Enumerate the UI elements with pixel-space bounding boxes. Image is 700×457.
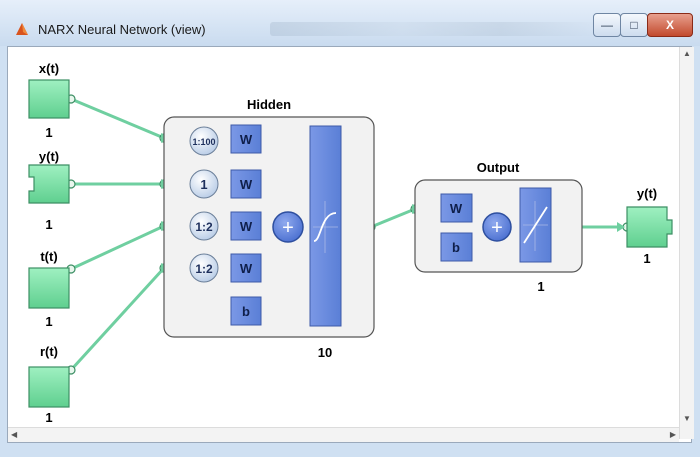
plus-icon: + xyxy=(282,217,294,239)
close-button[interactable]: X xyxy=(647,13,693,37)
purelin-line-icon xyxy=(523,206,548,244)
output-bias-label: b xyxy=(452,240,460,255)
output-sum-node: + xyxy=(482,212,512,242)
hidden-layer-size: 10 xyxy=(318,345,332,360)
output-weight-label: W xyxy=(450,201,463,216)
minimize-button[interactable]: — xyxy=(593,13,621,37)
output-layer[interactable]: Output W b + xyxy=(414,160,583,294)
scroll-down-icon[interactable]: ▼ xyxy=(683,414,691,423)
input-x[interactable]: x(t) 1 xyxy=(28,61,70,140)
plus-icon: + xyxy=(491,217,503,239)
output-y-size: 1 xyxy=(643,251,650,266)
output-y[interactable]: y(t) 1 xyxy=(626,186,673,266)
output-layer-title: Output xyxy=(477,160,520,175)
vertical-scrollbar[interactable]: ▲ ▼ xyxy=(679,47,694,439)
input-t-size: 1 xyxy=(45,314,52,329)
maximize-button[interactable]: □ xyxy=(620,13,648,37)
hidden-bias: b xyxy=(230,296,262,326)
hidden-layer[interactable]: Hidden 1:100 1 1:2 1:2 xyxy=(163,97,375,360)
input-t[interactable]: t(t) 1 xyxy=(28,249,70,329)
delay-4-label: 1:2 xyxy=(195,262,213,276)
delay-1-label: 1:100 xyxy=(192,137,215,147)
delay-4: 1:2 xyxy=(189,253,219,283)
title-bar[interactable]: NARX Neural Network (view) — □ X xyxy=(0,0,700,46)
hidden-weight-2-label: W xyxy=(240,177,253,192)
blurred-title-detail xyxy=(270,22,600,36)
hidden-weight-1-label: W xyxy=(240,132,253,147)
output-transfer-function xyxy=(519,187,552,263)
hidden-weight-1: W xyxy=(230,124,262,154)
input-r[interactable]: r(t) 1 xyxy=(28,344,70,425)
hidden-weight-3: W xyxy=(230,211,262,241)
scroll-left-icon[interactable]: ◀ xyxy=(11,430,18,439)
delay-2-label: 1 xyxy=(200,177,207,192)
output-weight: W xyxy=(440,193,473,223)
hidden-weight-4-label: W xyxy=(240,261,253,276)
window-title: NARX Neural Network (view) xyxy=(38,22,206,37)
input-y-label: y(t) xyxy=(39,149,59,164)
hidden-transfer-function xyxy=(309,125,342,327)
output-bias: b xyxy=(440,232,473,262)
input-y-size: 1 xyxy=(45,217,52,232)
delay-3: 1:2 xyxy=(189,211,219,241)
minimize-icon: — xyxy=(601,18,613,32)
maximize-icon: □ xyxy=(630,18,638,32)
output-layer-size: 1 xyxy=(537,279,544,294)
input-x-size: 1 xyxy=(45,125,52,140)
hidden-bias-label: b xyxy=(242,304,250,319)
input-x-label: x(t) xyxy=(39,61,59,76)
input-t-label: t(t) xyxy=(40,249,57,264)
hidden-weight-2: W xyxy=(230,169,262,199)
hidden-sum-node: + xyxy=(272,211,304,243)
horizontal-scrollbar[interactable]: ◀ ▶ xyxy=(8,427,679,442)
delay-2: 1 xyxy=(189,169,219,199)
tansig-curve-icon xyxy=(313,212,337,242)
hidden-weight-3-label: W xyxy=(240,219,253,234)
input-r-label: r(t) xyxy=(40,344,58,359)
scroll-right-icon[interactable]: ▶ xyxy=(669,430,676,439)
network-diagram-canvas: x(t) 1 y(t) 1 t(t) 1 r(t) 1 Hidden xyxy=(7,46,692,443)
matlab-logo-icon xyxy=(16,23,28,35)
delay-3-label: 1:2 xyxy=(195,220,213,234)
input-y[interactable]: y(t) 1 xyxy=(28,149,70,232)
hidden-layer-title: Hidden xyxy=(247,97,291,112)
scroll-up-icon[interactable]: ▲ xyxy=(683,49,691,58)
network-diagram: x(t) 1 y(t) 1 t(t) 1 r(t) 1 Hidden xyxy=(28,61,673,425)
delay-1: 1:100 xyxy=(189,126,219,156)
hidden-weight-4: W xyxy=(230,253,262,283)
output-y-label: y(t) xyxy=(637,186,657,201)
close-icon: X xyxy=(665,18,674,32)
input-r-size: 1 xyxy=(45,410,52,425)
